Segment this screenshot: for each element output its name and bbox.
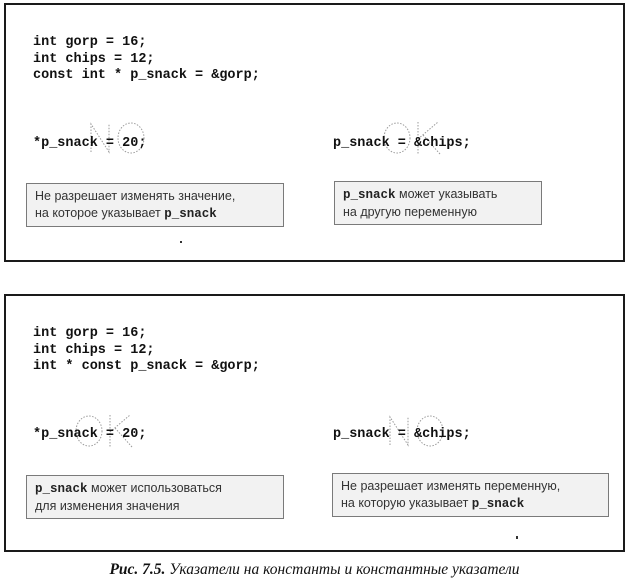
statement-deref-assign: *p_snack = 20; xyxy=(33,427,147,442)
annotation-code: p_snack xyxy=(343,188,396,202)
annotation-code: p_snack xyxy=(35,482,88,496)
figure-panel-pointer-to-const: int gorp = 16; int chips = 12; const int… xyxy=(4,3,625,262)
annotation-code: p_snack xyxy=(164,207,217,221)
no-stamp-icon xyxy=(90,122,145,154)
statement-pointer-reassign: p_snack = &chips; xyxy=(333,427,471,442)
annotation-box: Не разрешает изменять переменную, на кот… xyxy=(332,473,609,517)
annotation-text: Не разрешает изменять переменную, на кот… xyxy=(341,479,561,510)
annotation-text: для изменения значения xyxy=(35,499,180,513)
annotation-text: может указывать xyxy=(395,187,498,201)
annotation-box: Не разрешает изменять значение, на котор… xyxy=(26,183,284,227)
annotation-code: p_snack xyxy=(471,497,525,511)
caption-text: Указатели на константы и константные ука… xyxy=(169,561,520,578)
statement-deref-assign: *p_snack = 20; xyxy=(33,136,147,151)
code-listing: int gorp = 16; int chips = 12; int * con… xyxy=(33,326,260,374)
statement-pointer-reassign: p_snack = &chips; xyxy=(333,136,471,151)
print-speck xyxy=(516,536,518,539)
annotation-text: Не разрешает изменять значение, на котор… xyxy=(35,189,236,220)
ok-stamp-icon xyxy=(383,121,441,155)
annotation-text: на другую переменную xyxy=(343,205,477,219)
print-speck xyxy=(180,241,182,243)
annotation-box: p_snack может указывать на другую переме… xyxy=(334,181,542,225)
figure-panel-const-pointer: int gorp = 16; int chips = 12; int * con… xyxy=(4,294,625,552)
code-listing: int gorp = 16; int chips = 12; const int… xyxy=(33,35,260,83)
no-stamp-icon xyxy=(389,415,444,447)
ok-stamp-icon xyxy=(75,414,133,448)
annotation-box: p_snack может использоваться для изменен… xyxy=(26,475,284,519)
annotation-text: может использоваться xyxy=(87,481,222,495)
figure-caption: Рис. 7.5. Указатели на константы и конст… xyxy=(0,561,629,579)
caption-label: Рис. 7.5. xyxy=(109,561,166,578)
